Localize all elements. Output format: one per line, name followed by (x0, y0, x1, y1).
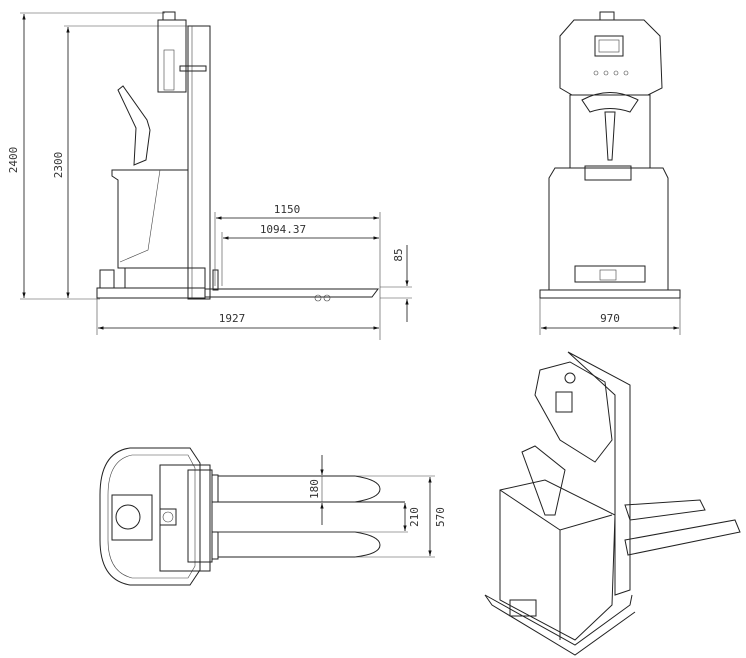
top-view: 180 210 570 (99, 447, 447, 586)
label-fork-outer-width: 570 (434, 507, 447, 527)
isometric-view (484, 351, 741, 656)
label-fork-gap: 210 (408, 507, 421, 527)
label-fork-width: 180 (308, 479, 321, 499)
label-overall-height: 2400 (7, 147, 20, 174)
label-mast-height: 2300 (52, 152, 65, 179)
label-fork-length: 1150 (274, 203, 301, 216)
label-fork-height: 85 (392, 248, 405, 261)
label-overall-width: 970 (600, 312, 620, 325)
label-overall-length: 1927 (219, 312, 246, 325)
side-view: 2400 2300 1150 1094.37 85 (7, 11, 412, 340)
front-view: 970 (539, 11, 681, 335)
label-fork-inner-length: 1094.37 (260, 223, 306, 236)
